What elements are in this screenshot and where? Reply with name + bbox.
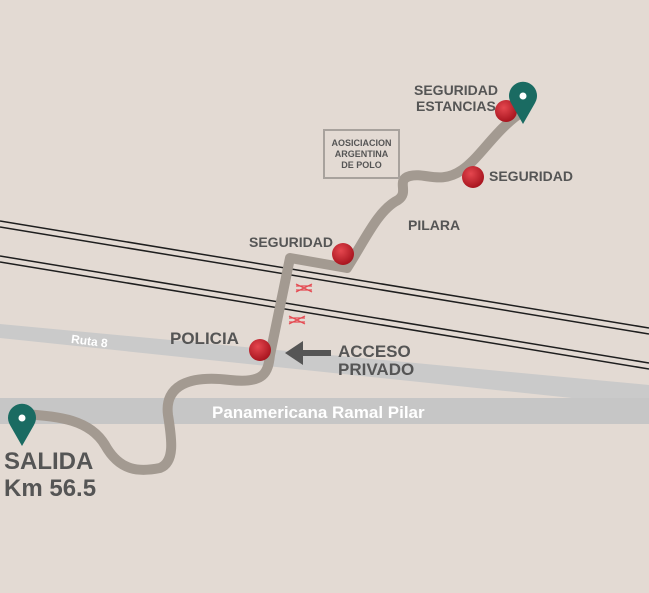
highway-label: Panamericana Ramal Pilar bbox=[212, 403, 425, 422]
polo-line3: DE POLO bbox=[341, 160, 382, 170]
pilara-label: PILARA bbox=[408, 217, 461, 233]
polo-line1: AOSICIACION bbox=[331, 138, 392, 148]
panamericana-highway bbox=[0, 398, 649, 424]
privado-label: PRIVADO bbox=[338, 360, 415, 379]
arrow-left-icon bbox=[285, 341, 331, 365]
polo-line2: ARGENTINA bbox=[334, 149, 389, 159]
km-label: Km 56.5 bbox=[4, 475, 97, 502]
railway-crossing-icon bbox=[295, 283, 313, 293]
seguridad-gate-label: SEGURIDAD bbox=[249, 234, 334, 250]
railway-upper bbox=[0, 220, 649, 335]
map-pin-icon bbox=[509, 81, 537, 124]
railway-crossing-icon bbox=[288, 315, 306, 325]
seguridad-right-marker bbox=[462, 166, 484, 188]
seguridad-estancias-line2: ESTANCIAS bbox=[416, 98, 496, 114]
seguridad-estancias-marker bbox=[495, 100, 517, 122]
policia-marker bbox=[249, 339, 271, 361]
salida-label: SALIDA bbox=[4, 448, 94, 475]
map-pin-icon bbox=[7, 403, 36, 446]
ruta-8-road bbox=[0, 324, 649, 398]
railway-lower bbox=[0, 255, 649, 370]
seguridad-gate-marker bbox=[332, 243, 354, 265]
polo-association-box: AOSICIACION ARGENTINA DE POLO bbox=[323, 129, 400, 179]
seguridad-estancias-line1: SEGURIDAD bbox=[414, 82, 499, 98]
route-path bbox=[17, 107, 527, 475]
acceso-label: ACCESO bbox=[338, 342, 411, 361]
seguridad-right-label: SEGURIDAD bbox=[489, 168, 574, 184]
policia-label: POLICIA bbox=[170, 329, 239, 348]
